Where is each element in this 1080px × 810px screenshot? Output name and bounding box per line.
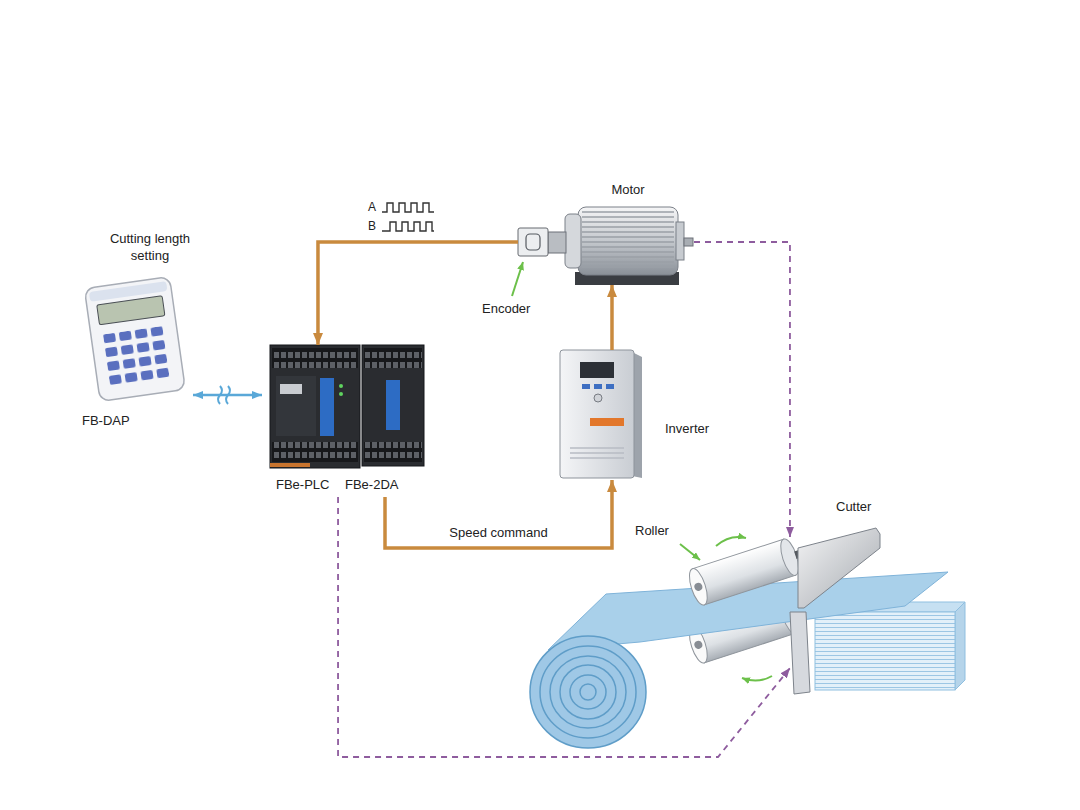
plc-illustration (270, 463, 310, 467)
plc-illustration (272, 348, 358, 368)
da-module-illustration (386, 380, 400, 430)
plc-illustration (320, 378, 334, 436)
rotation-arrow (716, 537, 772, 681)
signal-wire (610, 285, 614, 350)
plc-illustration (272, 442, 358, 462)
plc-illustration (270, 345, 360, 468)
pulse-waveform (382, 203, 434, 212)
rotation-arrow (742, 676, 772, 681)
da-module-illustration (364, 442, 422, 462)
leader-arrow (512, 262, 523, 296)
upper-roller (693, 582, 703, 592)
connector-label: Speed command (446, 524, 550, 541)
device-node: Roller (690, 537, 796, 665)
da-module-illustration (364, 442, 422, 462)
inverter-illustration (594, 384, 602, 389)
cut-sheet-stack (815, 612, 955, 690)
motor-illustration (582, 212, 674, 267)
da-module-illustration (364, 348, 422, 368)
inverter-illustration (560, 350, 634, 478)
encoder-illustration (526, 234, 540, 250)
device-label: FB-DAP (82, 412, 130, 429)
inverter-illustration (582, 384, 590, 389)
inverter-illustration (606, 384, 614, 389)
paper-roll (570, 675, 606, 709)
plc-illustration (276, 376, 316, 436)
dashed-link (694, 242, 790, 537)
keypad-illustration (103, 326, 170, 389)
signal-label: A (368, 200, 376, 214)
da-module-illustration (362, 345, 424, 466)
plc-illustration (272, 348, 358, 368)
cutter-illustration (790, 528, 880, 694)
device-label: Encoder (482, 300, 530, 317)
paper-roll (540, 646, 636, 738)
motor-illustration (565, 214, 581, 268)
device-node: Cutting length settingFB-DAP (85, 278, 185, 402)
inverter-illustration (570, 448, 624, 458)
motor-illustration (548, 207, 693, 285)
cutter-illustration (798, 528, 880, 608)
rotation-arrow (716, 537, 746, 546)
plc-illustration (270, 345, 360, 468)
device-label: Cutter (836, 498, 871, 515)
da-module-illustration (364, 348, 422, 368)
device-label: Roller (635, 522, 669, 539)
device-node: Motor (562, 205, 694, 285)
keypad-illustration (84, 277, 185, 402)
dashed-link (338, 497, 790, 757)
encoder-illustration (518, 228, 548, 256)
device-label: FBe-PLC (276, 476, 329, 493)
paper-roll (550, 656, 626, 728)
device-node: FBe-2DA (362, 345, 424, 497)
device-node: FBe-PLC (270, 345, 360, 497)
paper-roll (530, 636, 646, 748)
device-node: Inverter (560, 350, 642, 480)
inverter-illustration (560, 350, 642, 478)
plc-illustration (280, 384, 302, 394)
paper-roll (580, 684, 596, 700)
paper-roll (560, 665, 616, 719)
device-node: Cutter (790, 520, 882, 695)
plc-illustration (339, 384, 343, 388)
inverter-illustration (594, 394, 602, 402)
paper-roll (530, 636, 646, 748)
pulse-waveform (382, 222, 434, 231)
inverter-illustration (580, 362, 614, 378)
motor-illustration (676, 222, 684, 260)
inverter-illustration (590, 418, 624, 426)
signal-wire (318, 242, 518, 345)
da-module-illustration (362, 345, 424, 466)
pulse-waveform (382, 203, 434, 231)
motor-illustration (684, 238, 693, 246)
leader-arrow (680, 544, 700, 560)
keypad-illustration (84, 277, 185, 402)
wireless-squiggle (218, 386, 230, 404)
upper-roller (692, 539, 795, 605)
signal-label: B (368, 219, 376, 233)
signal-wire (385, 480, 612, 548)
plc-illustration (339, 392, 343, 396)
device-label: Cutting length setting (95, 230, 205, 264)
cut-sheet-stack (955, 602, 965, 690)
keypad-illustration (97, 296, 165, 325)
wires (193, 242, 790, 757)
motor-illustration (578, 207, 678, 275)
device-label: Motor (562, 181, 694, 198)
lower-roller (693, 640, 703, 650)
upper-roller (686, 567, 711, 607)
upper-roller (686, 534, 810, 607)
cutter-illustration (790, 612, 810, 694)
plc-illustration (272, 442, 358, 462)
device-node: Encoder (518, 228, 548, 256)
encoder-illustration (518, 228, 548, 256)
device-label: FBe-2DA (345, 476, 398, 493)
device-label: Inverter (665, 420, 709, 437)
motor-illustration (548, 232, 566, 253)
